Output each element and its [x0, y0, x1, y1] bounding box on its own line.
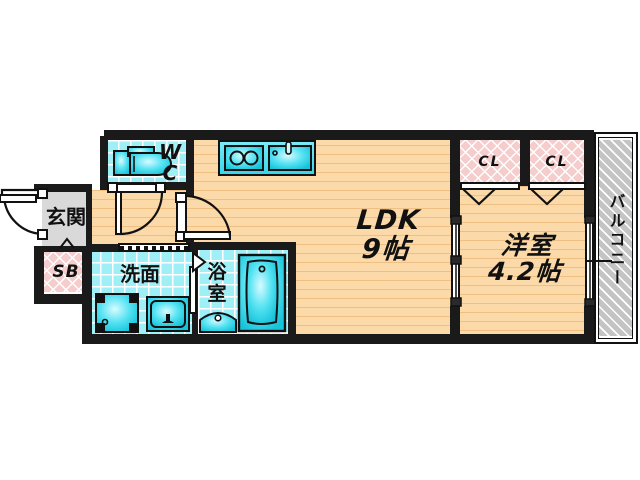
bathtub [237, 253, 287, 333]
genkan-floor [42, 190, 90, 247]
wall-wc-left [100, 136, 108, 186]
toilet-fixture [113, 146, 172, 176]
wall-bottom-right [232, 334, 594, 344]
wall-genkan-right [86, 184, 92, 248]
senmen-floor [88, 250, 192, 334]
closet-left-floor [460, 140, 522, 186]
washitsu-sliding-door-detail [450, 215, 462, 307]
yokushitsu-door-marker [192, 251, 207, 273]
vanity-sink [146, 296, 190, 332]
closet-right-door[interactable] [528, 182, 586, 190]
closet-right-label: CL [545, 153, 569, 170]
closet-left-open-mark [462, 188, 496, 206]
yokushitsu-label: 浴室 [207, 261, 227, 305]
wall-washitsu-left-bottom [450, 306, 460, 338]
balcony-label-text: バルコニー [606, 192, 626, 288]
wall-top [104, 130, 594, 140]
wall-washitsu-right-top [584, 136, 594, 218]
kitchen-stove [224, 145, 264, 171]
closet-left-door[interactable] [460, 182, 520, 190]
closet-left-label: CL [478, 153, 502, 170]
genkan-step-arrow [59, 237, 75, 249]
bath-basin [199, 312, 237, 333]
balcony-door-swing-mark [586, 260, 612, 262]
genkan-side-window [0, 194, 37, 203]
wall-corridor-right-upper [186, 186, 194, 196]
yokushitsu-door[interactable] [189, 266, 197, 314]
kitchen-sink [268, 141, 312, 171]
washitsu-label: 洋室 4.2帖 [486, 230, 563, 287]
balcony-rail [594, 132, 638, 344]
wall-corridor-right-lower [186, 236, 194, 250]
senmen-door-dashes [120, 246, 188, 250]
wall-washitsu-left-top [450, 136, 460, 218]
balcony-label: バルコニー [600, 170, 630, 310]
corridor-floor [88, 190, 192, 246]
closet-right-floor [528, 140, 590, 186]
wall-bottom-left [82, 334, 242, 344]
balcony-floor [598, 140, 632, 336]
sb-label: SB [52, 261, 80, 282]
senmen-label: 洗面 [120, 262, 160, 287]
ldk-door[interactable] [175, 192, 234, 244]
wc-label: W C [158, 140, 182, 185]
balcony-inner-edge [598, 137, 633, 339]
wall-sb-top [34, 246, 92, 252]
wall-sb-left [34, 246, 44, 302]
wall-closet-divider [520, 136, 530, 186]
wall-sb-bottom [34, 294, 90, 304]
wall-yoku-right [288, 242, 296, 338]
wc-door[interactable] [106, 182, 172, 244]
wall-washitsu-right-bottom [584, 306, 594, 342]
washing-machine-pan [95, 293, 139, 333]
wall-ldk-left [186, 136, 194, 186]
washitsu-floor [460, 186, 590, 334]
ldk-label: LDK 9帖 [355, 205, 422, 265]
wall-yoku-top [192, 242, 296, 250]
genkan-label: 玄関 [46, 205, 86, 230]
wall-genkan-top [34, 184, 92, 192]
closet-right-open-mark [530, 188, 564, 206]
